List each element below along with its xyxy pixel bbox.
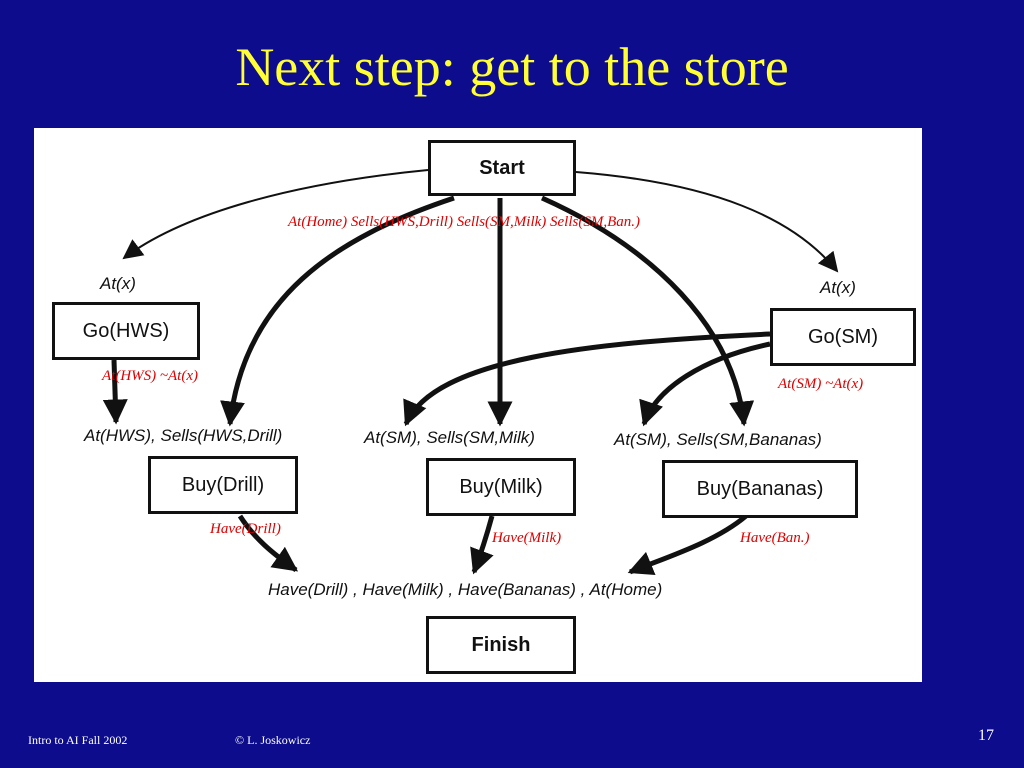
start-effects-label: At(Home) Sells(HWS,Drill) Sells(SM,Milk)…: [288, 214, 640, 230]
arrow-go-sm-to-buy-bananas: [639, 341, 771, 427]
have-milk-label: Have(Milk): [492, 530, 562, 546]
buy-bananas-node: Buy(Bananas): [662, 460, 858, 518]
finish-node: Finish: [426, 616, 576, 674]
arrow-go-sm-to-buy-milk: [403, 331, 771, 427]
start-node: Start: [428, 140, 576, 196]
arrow-go-hws-to-buy-drill: [102, 359, 128, 425]
arrow-start-to-go-sm: [575, 171, 839, 273]
arrow-start-to-buy-bananas: [540, 195, 755, 427]
go-hws-node: Go(HWS): [52, 302, 200, 360]
buy-drill-node: Buy(Drill): [148, 456, 298, 514]
have-drill-label: Have(Drill): [210, 521, 281, 537]
page-number: 17: [978, 727, 994, 744]
go-hws-effects-label: At(HWS) ~At(x): [102, 368, 198, 384]
precondition-drill: At(HWS), Sells(HWS,Drill): [84, 426, 283, 445]
goal-conditions: Have(Drill) , Have(Milk) , Have(Bananas)…: [268, 580, 663, 599]
go-sm-effects-label: At(SM) ~At(x): [778, 376, 864, 392]
have-ban-label: Have(Ban.): [740, 530, 810, 546]
arrow-start-to-buy-drill: [220, 195, 455, 427]
slide-title: Next step: get to the store: [235, 37, 789, 97]
arrow-buy-milk-to-finish: [470, 515, 495, 575]
arrow-buy-bananas-to-finish: [627, 514, 748, 575]
arrow-start-to-go-hws: [122, 169, 429, 260]
precondition-milk: At(SM), Sells(SM,Milk): [364, 428, 535, 447]
footer-course: Intro to AI Fall 2002: [28, 733, 128, 747]
arrow-buy-drill-to-finish: [237, 514, 299, 573]
buy-milk-node: Buy(Milk): [426, 458, 576, 516]
go-sm-node: Go(SM): [770, 308, 916, 366]
precondition-bananas: At(SM), Sells(SM,Bananas): [614, 430, 822, 449]
footer-copyright: © L. Joskowicz: [235, 733, 311, 747]
precondition-at-x-left: At(x): [100, 274, 136, 293]
plan-diagram: Start Go(HWS) Go(SM) Buy(Drill) Buy(Milk…: [34, 128, 922, 682]
precondition-at-x-right: At(x): [820, 278, 856, 297]
plan-arrows: [102, 169, 839, 575]
